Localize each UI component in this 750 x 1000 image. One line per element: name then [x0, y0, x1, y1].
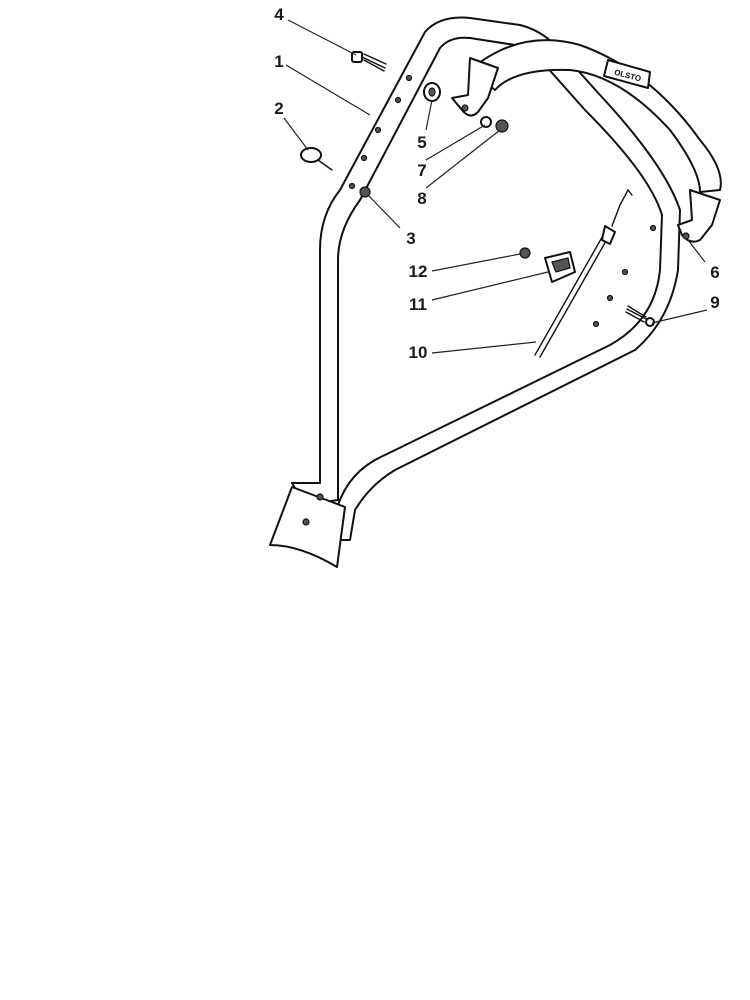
part-10-cable [534, 188, 633, 358]
callout-7: 7 [417, 161, 426, 180]
part-2-eye-bolt [300, 147, 333, 171]
callout-2: 2 [274, 99, 283, 118]
part-12-nut [519, 247, 531, 259]
callout-5: 5 [417, 133, 426, 152]
grip-clamp-left [451, 57, 499, 117]
part-11-cable-clip [544, 251, 576, 283]
callout-9: 9 [710, 293, 719, 312]
callout-8: 8 [417, 189, 426, 208]
callout-4: 4 [274, 5, 284, 24]
callout-1: 1 [274, 52, 283, 71]
callout-10: 10 [409, 343, 428, 362]
part-3-nut [359, 186, 371, 198]
part-8-nut [495, 119, 509, 133]
callout-3: 3 [406, 229, 415, 248]
part-7-washer [480, 116, 492, 128]
callout-11: 11 [409, 295, 427, 314]
callout-labels: 4 1 2 3 5 7 8 6 9 10 11 12 [274, 5, 719, 362]
part-4-bolt [351, 51, 387, 72]
lower-mount-bracket [269, 486, 346, 568]
grip-clamp-right [677, 189, 721, 243]
leader-lines [283, 19, 708, 354]
upper-grip-bar: OLSTO [469, 39, 722, 193]
callout-12: 12 [409, 262, 428, 281]
part-5-spacer [423, 82, 441, 102]
callout-6: 6 [710, 263, 719, 282]
